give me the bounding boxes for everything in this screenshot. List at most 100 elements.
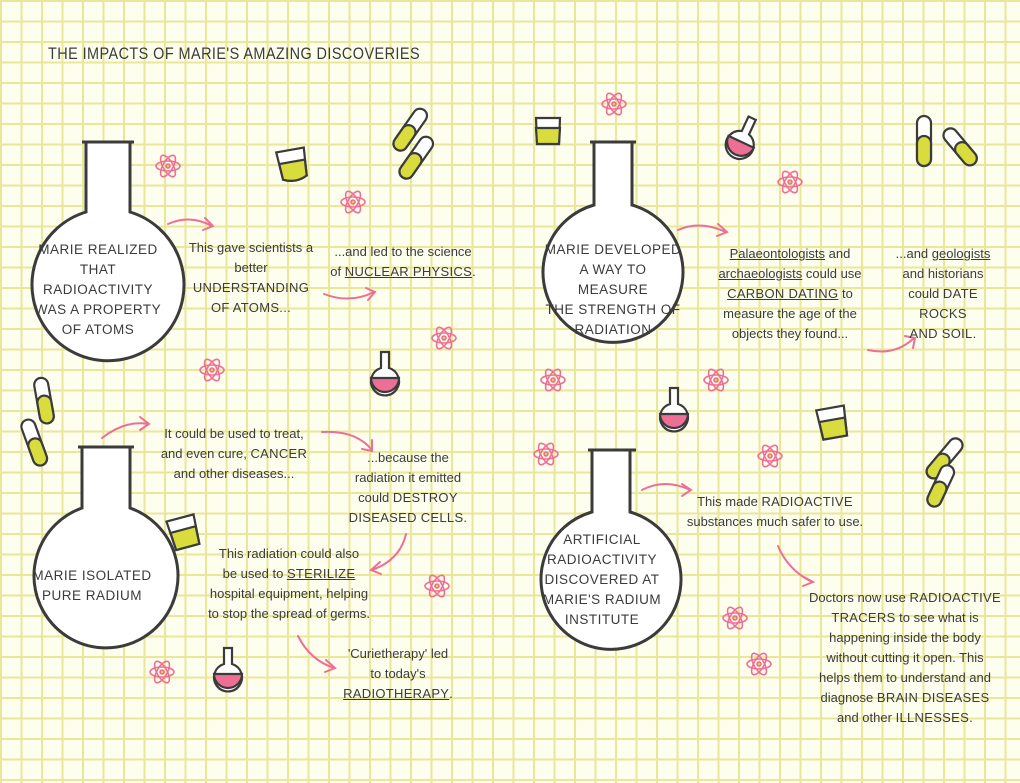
line: 'Curietherapy' led — [347, 646, 449, 661]
line: ARTIFICIAL — [563, 532, 641, 547]
emphasis: STERILIZE — [286, 566, 356, 581]
arrow-5 — [369, 533, 407, 575]
line: to stop the spread of germs. — [208, 606, 370, 621]
line: Doctors now use — [809, 590, 906, 605]
line: to see what is — [899, 610, 979, 625]
line: objects they found... — [731, 326, 849, 341]
text-nuclear-physics: ...and led to the science of NUCLEAR PHY… — [330, 242, 476, 282]
line: ...and led to the science — [334, 244, 472, 259]
line: MARIE'S RADIUM — [542, 592, 662, 607]
emphasis: AND SOIL. — [909, 326, 977, 341]
line: could use — [805, 266, 862, 281]
flask-3 — [541, 140, 685, 344]
text-understanding-atoms: This gave scientists a better UNDERSTAND… — [178, 238, 324, 318]
line: RADIOACTIVITY — [546, 552, 657, 567]
text-cancer: It could be used to treat, and even cure… — [156, 424, 312, 484]
line: OF ATOMS — [61, 322, 135, 337]
emphasis: CANCER — [250, 446, 308, 461]
emphasis: BRAIN DISEASES — [876, 690, 990, 705]
line: and other diseases... — [173, 466, 295, 481]
flask-2-text: MARIE ISOLATED PURE RADIUM — [22, 566, 162, 606]
line: and — [828, 246, 851, 261]
line: without cutting it open. This — [826, 650, 984, 665]
line: could — [908, 286, 940, 301]
emphasis: DESTROY — [392, 490, 458, 505]
line: and historians — [902, 266, 984, 281]
arrow-3 — [101, 416, 151, 439]
page-title: THE IMPACTS OF MARIE'S AMAZING DISCOVERI… — [48, 44, 421, 63]
line: hospital equipment, helping — [209, 586, 369, 601]
emphasis: UNDERSTANDING — [192, 280, 310, 295]
line: could — [358, 490, 390, 505]
line: diagnose — [820, 690, 874, 705]
flask-4-text: ARTIFICIAL RADIOACTIVITY DISCOVERED AT M… — [532, 530, 672, 630]
line: radiation it emitted — [354, 470, 462, 485]
line: MARIE REALIZED — [38, 242, 158, 257]
emphasis: NUCLEAR PHYSICS — [344, 264, 473, 279]
emphasis: RADIOACTIVE — [909, 590, 1001, 605]
line: WAS A PROPERTY — [34, 302, 162, 317]
line: and even cure, — [160, 446, 247, 461]
emphasis: TRACERS — [831, 610, 896, 625]
line: to today's — [370, 666, 426, 681]
text-date-rocks: ...and geologists and historians could D… — [884, 244, 1002, 344]
line: of — [330, 264, 342, 279]
arrow-1 — [167, 217, 215, 231]
line: and other — [837, 710, 892, 725]
arrow-10 — [777, 545, 816, 587]
arrow-7 — [677, 223, 729, 237]
line: This radiation could also — [218, 546, 360, 561]
line: It could be used to treat, — [164, 426, 304, 441]
text-carbon-dating: Palaeontologists and archaeologists coul… — [710, 244, 870, 344]
emphasis: DISEASED CELLS. — [348, 510, 468, 525]
line: . — [472, 264, 476, 279]
line: ...because the — [367, 450, 449, 465]
line: PURE RADIUM — [41, 588, 142, 603]
line: This made — [697, 494, 758, 509]
text-radiotherapy: 'Curietherapy' led to today's RADIOTHERA… — [334, 644, 462, 704]
arrow-8 — [867, 335, 917, 353]
emphasis: geologists — [931, 246, 991, 261]
emphasis: CARBON DATING — [727, 286, 839, 301]
text-destroy-cells: ...because the radiation it emitted coul… — [346, 448, 470, 528]
line: . — [449, 686, 453, 701]
line: substances much safer to use. — [686, 514, 864, 529]
line: This gave scientists a — [188, 240, 314, 255]
arrow-6 — [297, 635, 337, 673]
emphasis: DATE ROCKS — [919, 286, 978, 321]
line: DISCOVERED AT — [544, 572, 660, 587]
line: be used to — [222, 566, 284, 581]
line: MARIE DEVELOPED — [544, 242, 682, 257]
line: INSTITUTE — [564, 612, 640, 627]
emphasis: ILLNESSES. — [895, 710, 973, 725]
text-tracers: Doctors now use RADIOACTIVE TRACERS to s… — [808, 588, 1002, 728]
line: happening inside the body — [829, 630, 981, 645]
text-sterilize: This radiation could also be used to STE… — [196, 544, 382, 624]
flask-4 — [539, 448, 683, 651]
emphasis: RADIOACTIVE — [761, 494, 853, 509]
atom-icons — [149, 92, 803, 684]
flask-1-text: MARIE REALIZED THAT RADIOACTIVITY WAS A … — [28, 240, 168, 340]
lab-glass-icons — [20, 107, 978, 693]
line: to — [842, 286, 853, 301]
emphasis: RADIOTHERAPY — [343, 686, 450, 701]
flask-1 — [30, 140, 186, 363]
text-safer: This made RADIOACTIVE substances much sa… — [686, 492, 864, 532]
emphasis: OF ATOMS... — [210, 300, 292, 315]
line: RADIATION — [574, 322, 652, 337]
line: helps them to understand and — [818, 670, 991, 685]
arrow-9 — [641, 483, 693, 497]
line: measure the age of the — [723, 306, 857, 321]
line: MARIE ISOLATED — [32, 568, 152, 583]
line: THAT RADIOACTIVITY — [42, 262, 153, 297]
flask-2 — [32, 445, 180, 650]
line: ...and — [895, 246, 929, 261]
emphasis: archaeologists — [718, 266, 803, 281]
line: THE STRENGTH OF — [545, 302, 681, 317]
emphasis: Palaeontologists — [729, 246, 826, 261]
line: better — [234, 260, 268, 275]
arrow-2 — [323, 287, 377, 301]
line: A WAY TO MEASURE — [577, 262, 649, 297]
flask-3-text: MARIE DEVELOPED A WAY TO MEASURE THE STR… — [543, 240, 683, 340]
